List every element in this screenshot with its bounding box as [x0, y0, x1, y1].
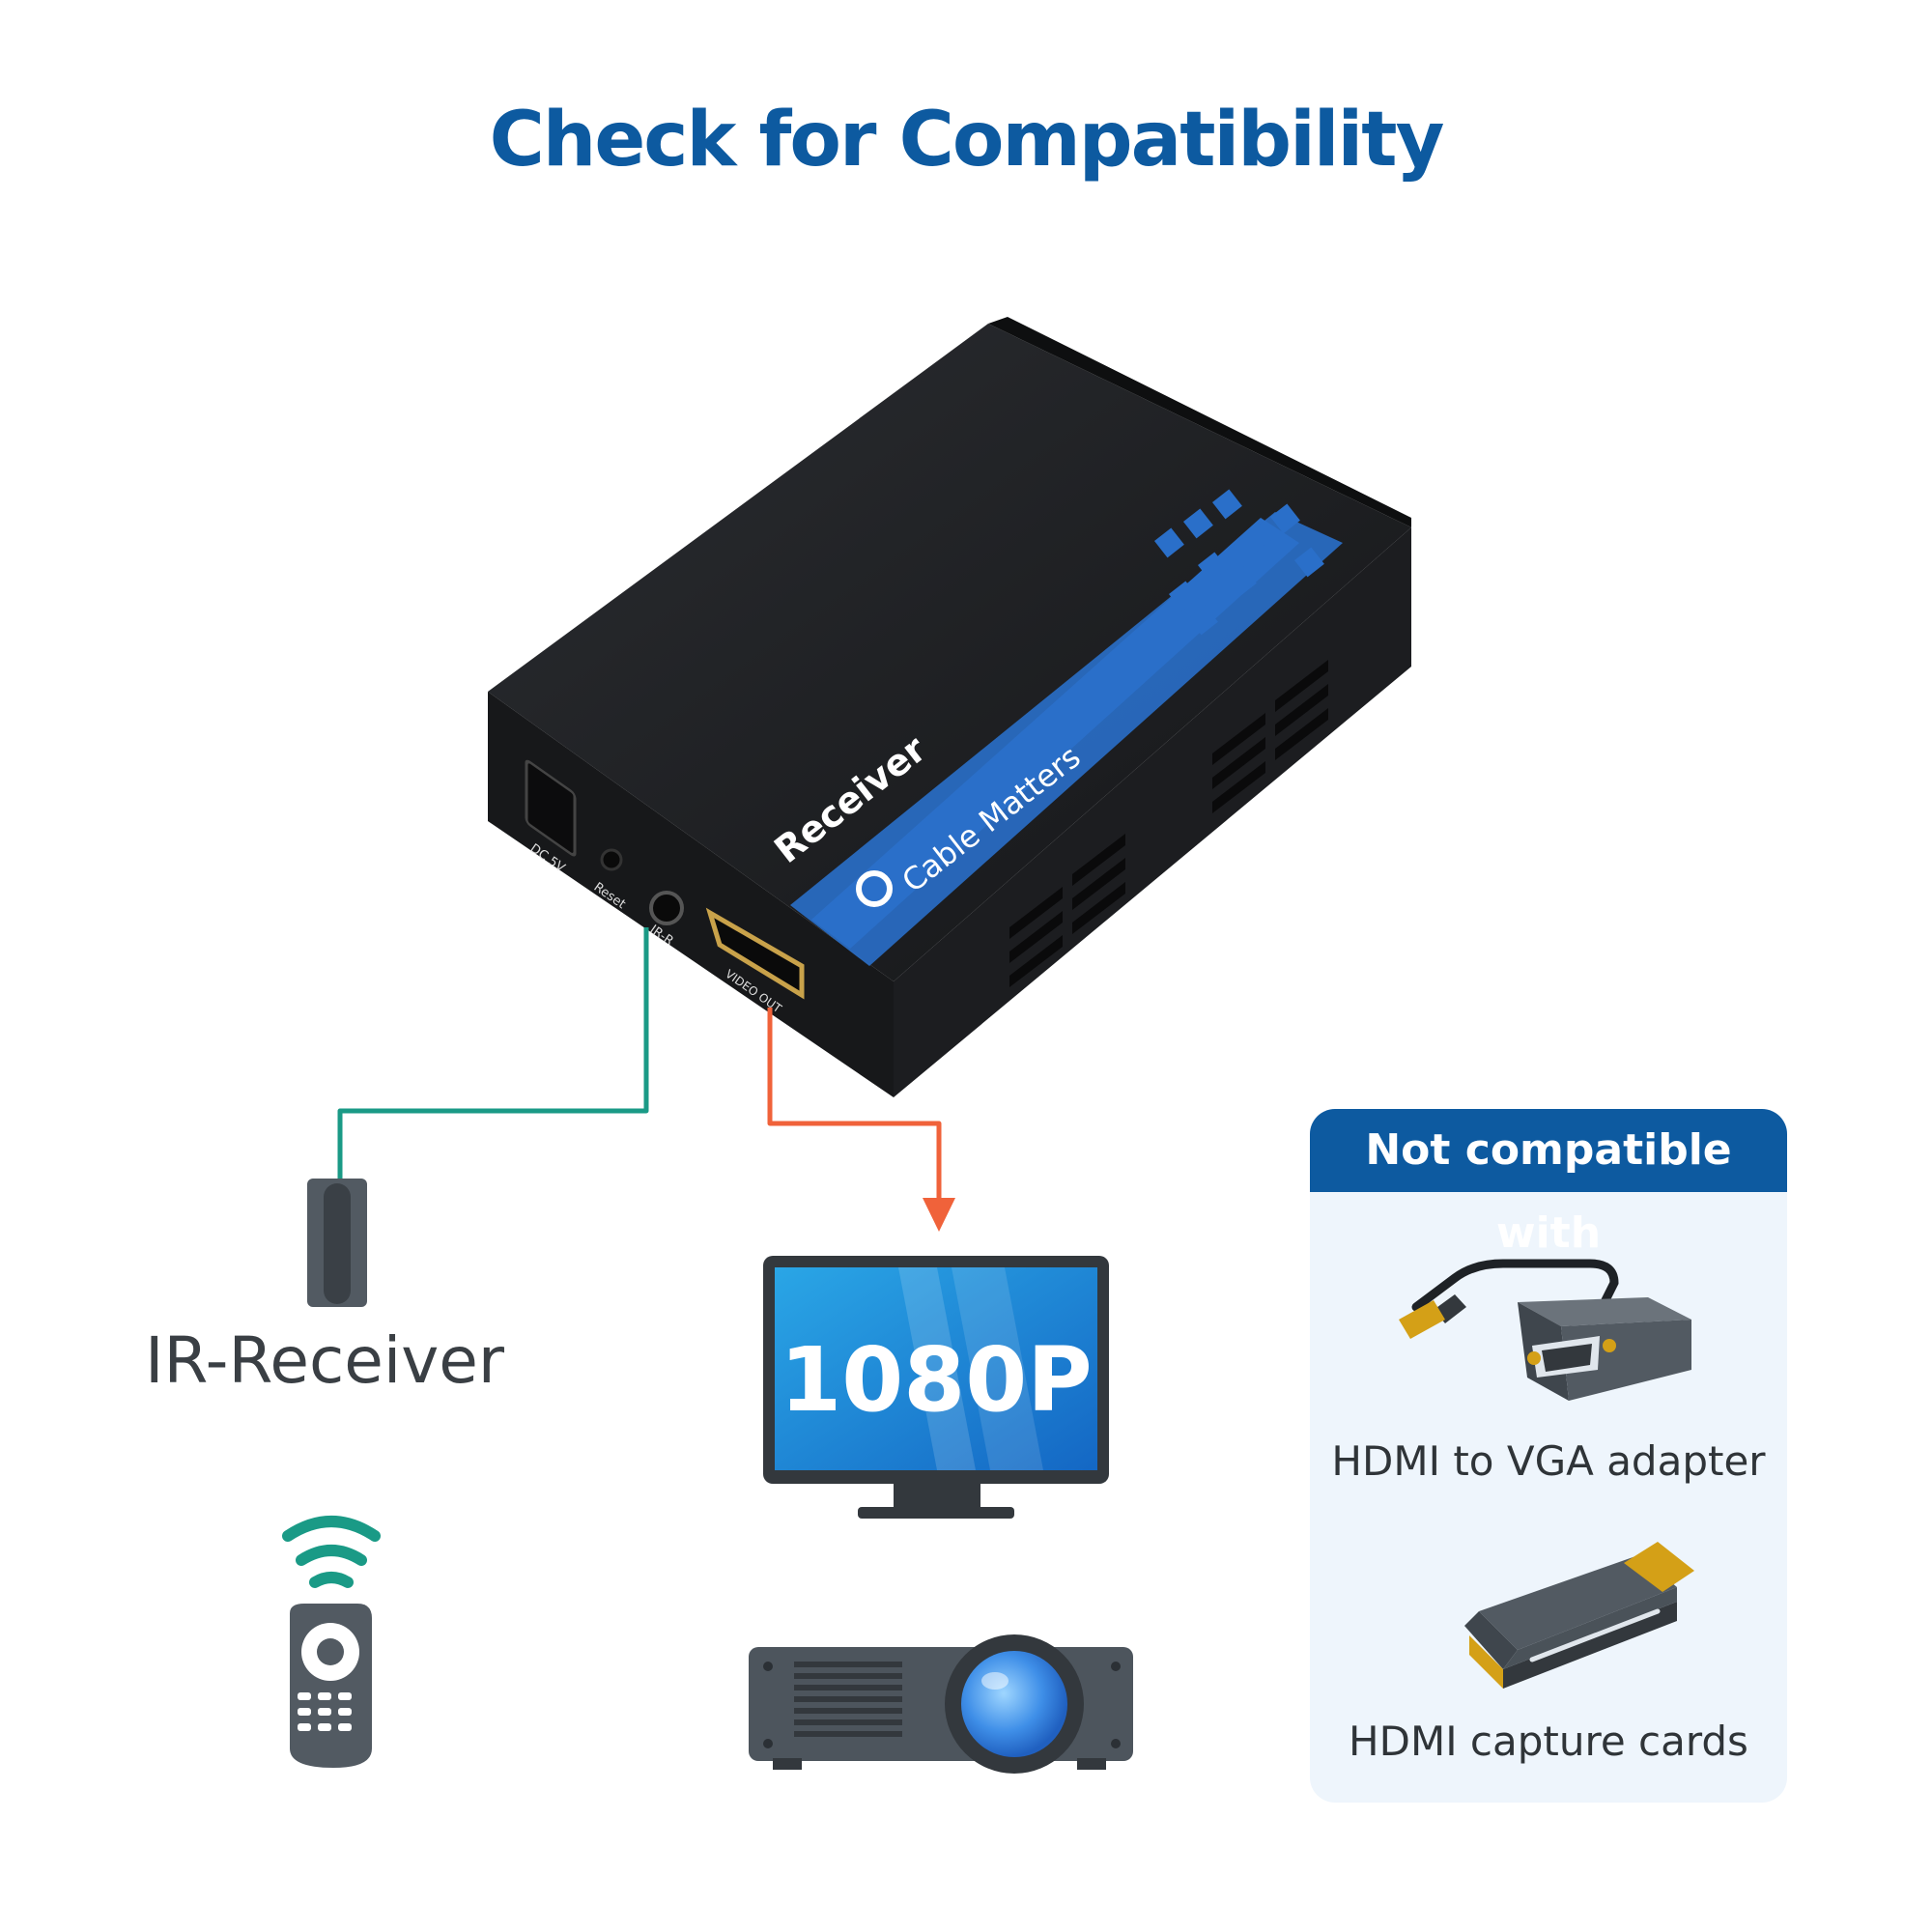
monitor-resolution-text: 1080P [780, 1328, 1092, 1432]
remote-control-icon [282, 1516, 381, 1768]
receiver-device: Receiver Cable Matters DC 5V Reset IR-R … [488, 317, 1411, 1097]
incompatible-icons [1399, 1259, 1694, 1689]
incompatible-item-label: HDMI to VGA adapter [1331, 1437, 1766, 1485]
checker-pattern [1154, 489, 1324, 636]
hdmi-capture-card-icon [1464, 1542, 1694, 1689]
vent-slots [1009, 660, 1328, 987]
dc-port-icon [525, 759, 577, 857]
ir-port-icon [649, 891, 684, 925]
incompatible-panel: Not compatible with HDMI to VGA adapter [1310, 1109, 1787, 1803]
incompatible-heading: Not compatible with [1310, 1109, 1787, 1258]
hdmi-vga-adapter-icon [1399, 1259, 1691, 1401]
reset-button[interactable] [600, 848, 623, 871]
ir-receiver-label: IR-Receiver [145, 1323, 504, 1398]
video-cable-line [767, 1008, 942, 1203]
brand-logo-icon [856, 870, 893, 907]
hdmi-out-port-icon [705, 907, 805, 1000]
ir-cable-line [337, 927, 649, 1183]
ir-receiver-dongle-icon [307, 1179, 367, 1307]
projector-icon [749, 1634, 1133, 1774]
monitor-icon: 1080P [763, 1256, 1109, 1519]
video-arrow-icon [923, 1198, 955, 1232]
page-title: Check for Compatibility [489, 97, 1445, 184]
incompatible-item-label: HDMI capture cards [1349, 1718, 1748, 1765]
